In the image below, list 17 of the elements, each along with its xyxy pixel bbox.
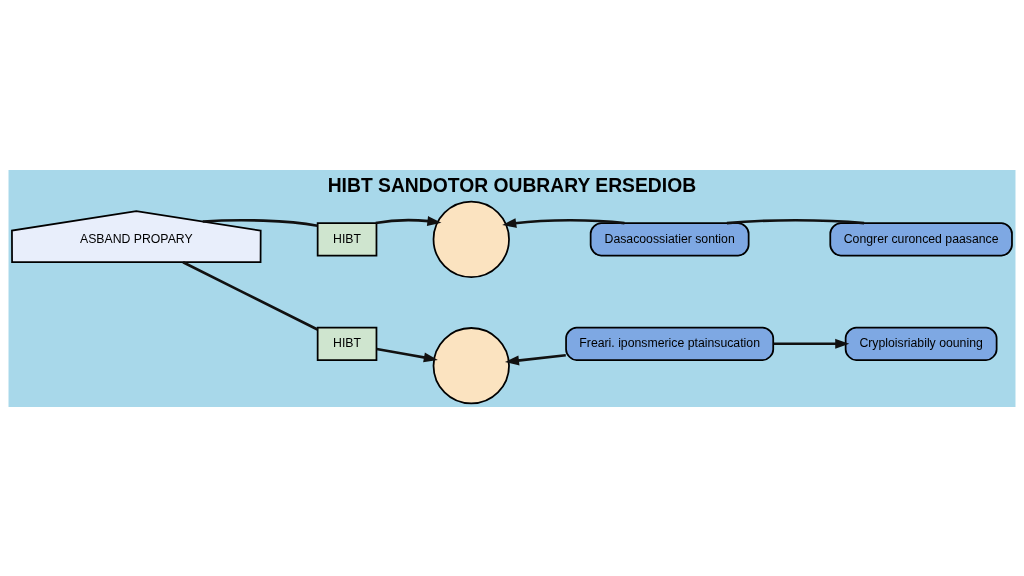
node-box: HIBT — [316, 326, 378, 361]
node-box: Freari. iponsmerice ptainsucation — [565, 326, 775, 361]
arrow — [773, 338, 850, 349]
arrow — [375, 215, 442, 226]
connector — [726, 218, 865, 224]
arrow — [502, 217, 625, 228]
node-box: Cryploisriabily oouning — [844, 326, 998, 361]
node-circle — [432, 200, 510, 278]
arrow — [376, 347, 438, 362]
connector — [202, 218, 318, 227]
diagram-title: HIBT SANDOTOR OUBRARY ERSEDIOB — [327, 174, 697, 196]
arrow — [504, 353, 566, 365]
connector — [182, 260, 319, 331]
node-box: HIBT — [316, 221, 378, 256]
node-circle — [432, 326, 510, 404]
node-box: Congrer curonced paasance — [829, 221, 1013, 256]
node-box: Dasacoossiatier sontion — [589, 221, 750, 256]
